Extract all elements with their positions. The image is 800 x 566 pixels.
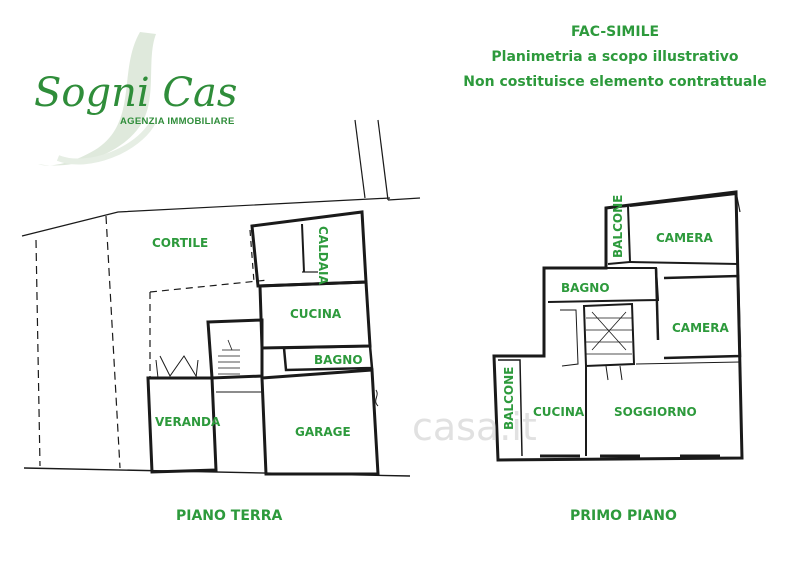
label-camera-1: CAMERA bbox=[656, 231, 713, 245]
stair-block bbox=[206, 318, 264, 380]
label-balcone-top: BALCONE bbox=[611, 195, 625, 258]
stair-block-first bbox=[582, 302, 636, 368]
label-garage: GARAGE bbox=[295, 425, 351, 439]
dashed-boundary-left bbox=[35, 239, 41, 467]
garage-room bbox=[260, 368, 380, 476]
logo-tagline: AGENZIA IMMOBILIARE bbox=[120, 116, 235, 127]
label-soggiorno: SOGGIORNO bbox=[614, 405, 697, 419]
dashed-footprint bbox=[149, 279, 269, 293]
site-boundary-top-left bbox=[354, 119, 366, 199]
first-floor-plan bbox=[492, 190, 744, 462]
caption-ground-floor: PIANO TERRA bbox=[176, 508, 282, 524]
veranda-door-icon bbox=[159, 355, 197, 377]
disclaimer: FAC-SIMILE Planimetria a scopo illustrat… bbox=[460, 20, 770, 95]
ground-floor-labels: CORTILE CALDAIA CUCINA BAGNO VERANDA GAR… bbox=[152, 226, 363, 439]
label-caldaia: CALDAIA bbox=[316, 226, 330, 285]
agency-logo: Sogni Casa AGENZIA IMMOBILIARE bbox=[34, 32, 238, 166]
ground-floor-plan bbox=[21, 119, 421, 477]
veranda-room bbox=[146, 376, 218, 474]
logo-name: Sogni Casa bbox=[34, 70, 238, 116]
disclaimer-title: FAC-SIMILE bbox=[570, 24, 660, 40]
logo-swoosh-icon bbox=[38, 32, 156, 166]
label-bagno-first: BAGNO bbox=[561, 281, 610, 295]
balcone-top bbox=[605, 204, 632, 265]
label-cortile: CORTILE bbox=[152, 236, 208, 250]
watermark-text: casa.it bbox=[412, 405, 537, 449]
label-cucina-ground: CUCINA bbox=[290, 307, 342, 321]
disclaimer-line-illustrative: Planimetria a scopo illustrativo bbox=[491, 49, 739, 65]
label-camera-2: CAMERA bbox=[672, 321, 729, 335]
caption-first-floor: PRIMO PIANO bbox=[570, 508, 677, 524]
label-veranda: VERANDA bbox=[155, 415, 221, 429]
dashed-boundary-mid bbox=[105, 215, 121, 469]
label-balcone-left: BALCONE bbox=[502, 367, 516, 430]
label-bagno-ground: BAGNO bbox=[314, 353, 363, 367]
disclaimer-line-not-contractual: Non costituisce elemento contrattuale bbox=[463, 74, 767, 90]
site-boundary-top-right bbox=[377, 119, 389, 201]
camera-1-room bbox=[629, 192, 740, 266]
label-cucina-first: CUCINA bbox=[533, 405, 585, 419]
caldaia-block bbox=[250, 210, 368, 288]
first-floor-labels: BALCONE CAMERA BAGNO CAMERA BALCONE CUCI… bbox=[502, 195, 729, 430]
balcone-left bbox=[498, 359, 523, 457]
bagno-room bbox=[282, 344, 374, 372]
site-boundary bbox=[21, 197, 391, 237]
camera-2-room bbox=[663, 274, 742, 360]
